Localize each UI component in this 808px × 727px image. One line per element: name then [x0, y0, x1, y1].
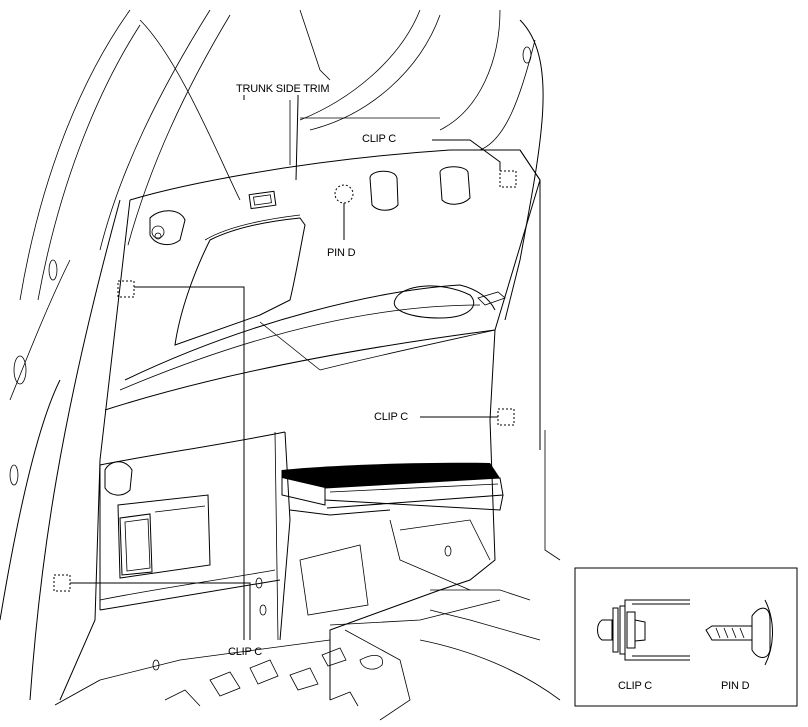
- clip-c-label-mid: CLIP C: [374, 411, 409, 423]
- clip-c-marker-top: [499, 170, 517, 188]
- pin-d-icon: [705, 599, 773, 666]
- callouts: [53, 95, 517, 640]
- removed-board: [281, 462, 504, 511]
- clip-c-marker-left-upper: [117, 280, 135, 298]
- clip-c-icon: [597, 599, 690, 661]
- clip-c-label-bottom: CLIP C: [228, 646, 263, 658]
- legend-inset: [574, 567, 798, 707]
- clip-c-marker-mid: [497, 408, 515, 426]
- vehicle-body-outline: [0, 9, 561, 706]
- clip-c-marker-left-lower: [53, 574, 71, 592]
- clip-c-label-top: CLIP C: [362, 133, 397, 145]
- floor-pattern: [99, 609, 561, 721]
- pin-d-marker: [334, 184, 354, 204]
- legend-clip-c-label: CLIP C: [618, 680, 653, 692]
- trim-panel: [59, 149, 541, 701]
- pin-d-label: PIN D: [327, 247, 356, 259]
- trunk-side-trim-label: TRUNK SIDE TRIM: [236, 83, 330, 95]
- legend-pin-d-label: PIN D: [721, 680, 750, 692]
- legend-box: [574, 567, 798, 707]
